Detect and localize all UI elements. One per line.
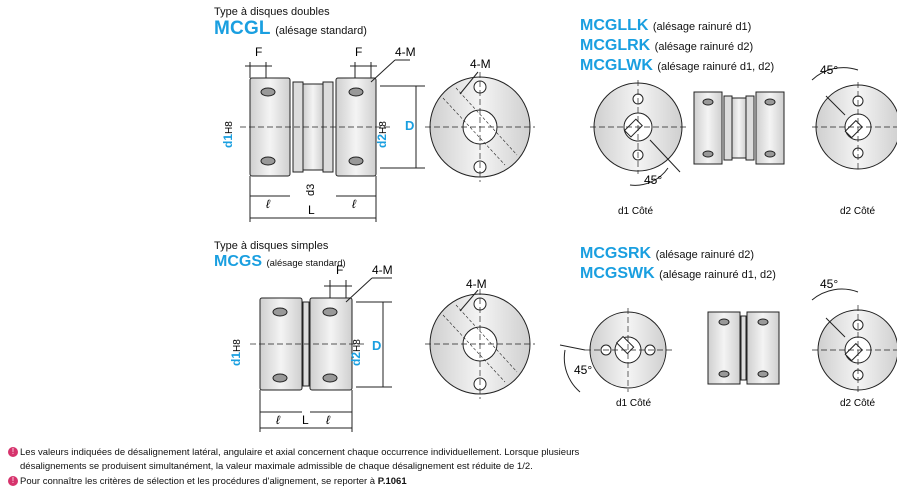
page-reference[interactable]: P.1061 — [377, 476, 407, 487]
double-side-view — [240, 59, 425, 222]
note-1: !Les valeurs indiquées de désalignement … — [8, 446, 888, 459]
double-grooved-row-0: MCGLLK (alésage rainuré d1) — [580, 17, 752, 34]
double-end-view — [425, 71, 535, 182]
single-grooved-angle-a: 45° — [574, 363, 592, 377]
note-2: !Pour connaître les critères de sélectio… — [8, 475, 888, 488]
single-H8a-label: H8 — [232, 339, 243, 352]
single-D-label: D — [372, 338, 381, 353]
screw — [260, 87, 276, 97]
single-grooved-side2: d2 Côté — [840, 398, 875, 409]
double-end-4M-label: 4-M — [470, 57, 491, 71]
single-side-view — [250, 277, 392, 432]
double-F-right-label: F — [355, 45, 362, 59]
double-grooved-side-view — [693, 91, 785, 165]
double-H8a-label: H8 — [224, 121, 235, 134]
single-L-label: L — [302, 413, 309, 427]
double-d1-label: d1 — [221, 134, 235, 148]
single-grooved-row-0: MCGSRK (alésage rainuré d2) — [580, 245, 755, 262]
double-D-label: D — [405, 118, 414, 133]
single-grooved-d1-view — [559, 308, 672, 393]
grooved-angle-a: 45° — [644, 173, 662, 187]
info-icon: ! — [8, 447, 18, 458]
single-grooved-row-1: MCGSWK (alésage rainuré d1, d2) — [580, 265, 776, 282]
single-d2-label: d2 — [349, 352, 363, 366]
double-d2-label: d2 — [375, 134, 389, 148]
double-grooved-d1-view — [590, 80, 686, 186]
single-H8b-label: H8 — [352, 339, 363, 352]
double-grooved-row-2: MCGLWK (alésage rainuré d1, d2) — [580, 57, 775, 74]
single-l-right-label: ℓ — [326, 413, 331, 427]
single-bore: (alésage standard) — [266, 258, 346, 269]
double-F-left-label: F — [255, 45, 262, 59]
single-end-view — [425, 289, 535, 399]
screw — [260, 156, 276, 166]
screw — [348, 156, 364, 166]
single-F-label: F — [336, 263, 343, 277]
double-grooved-d2-view — [811, 67, 897, 172]
double-4M-label: 4-M — [395, 45, 416, 59]
double-H8b-label: H8 — [378, 121, 389, 134]
single-d1-label: d1 — [229, 352, 243, 366]
single-type-label: Type à disques simples — [214, 240, 329, 252]
double-grooved-row-1: MCGLRK (alésage rainuré d2) — [580, 37, 754, 54]
screw — [348, 87, 364, 97]
single-code: MCGS — [214, 253, 262, 270]
double-type-label: Type à disques doubles — [214, 6, 330, 18]
grooved-side1: d1 Côté — [618, 206, 653, 217]
double-d3-label: d3 — [305, 184, 317, 196]
single-grooved-d2-view — [811, 288, 897, 395]
note-1-cont: désalignements se produisent simultanéme… — [20, 461, 533, 472]
grooved-angle-b: 45° — [820, 63, 838, 77]
grooved-side2: d2 Côté — [840, 206, 875, 217]
info-icon: ! — [8, 476, 18, 487]
double-l-right-label: ℓ — [352, 197, 357, 211]
single-l-left-label: ℓ — [276, 413, 281, 427]
single-4M-label: 4-M — [372, 263, 393, 277]
double-code: MCGL — [214, 18, 271, 39]
single-end-4M-label: 4-M — [466, 277, 487, 291]
double-bore: (alésage standard) — [275, 25, 367, 37]
double-l-left-label: ℓ — [266, 197, 271, 211]
single-grooved-side1: d1 Côté — [616, 398, 651, 409]
double-L-label: L — [308, 203, 315, 217]
single-grooved-side-view — [707, 311, 780, 385]
single-grooved-angle-b: 45° — [820, 277, 838, 291]
